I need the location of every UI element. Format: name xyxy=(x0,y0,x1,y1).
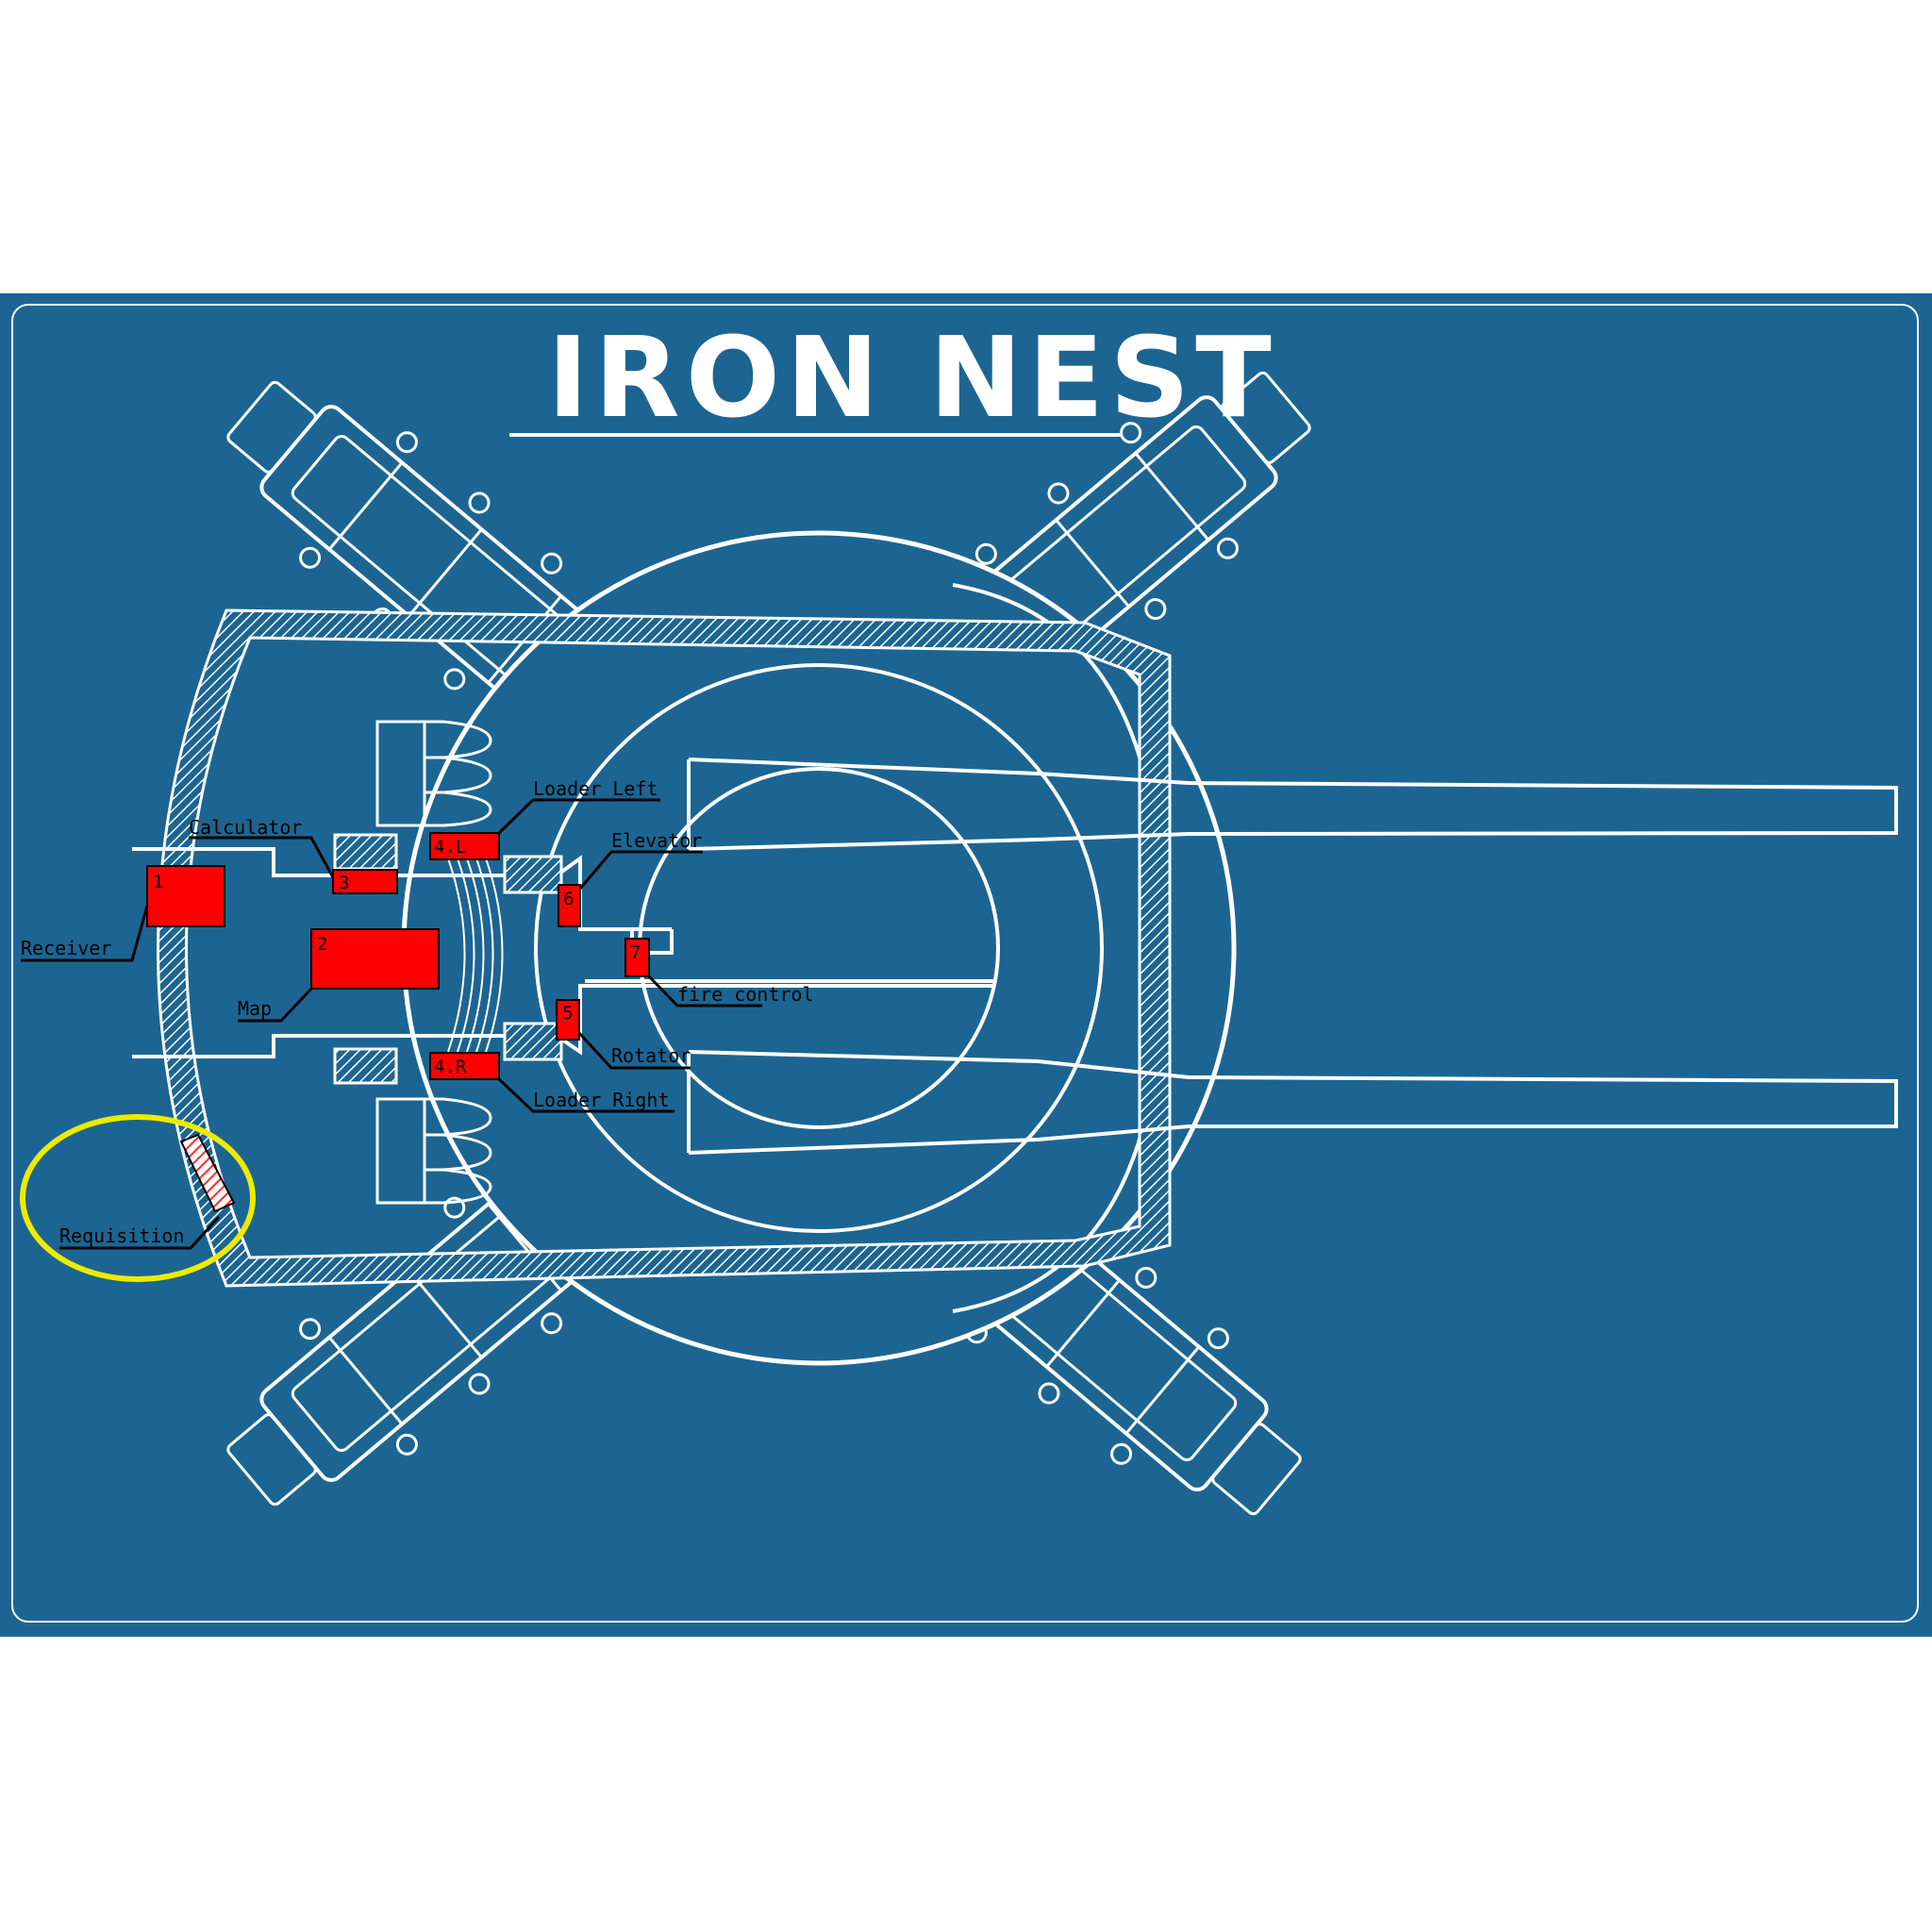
station-elevator[interactable]: 6 Elevator xyxy=(558,829,703,927)
station-rotator-label: Rotator xyxy=(611,1044,691,1067)
lower-loader-hatched-block xyxy=(503,1022,563,1061)
diagram-title: IRON NEST xyxy=(547,312,1277,442)
blueprint-board: IRON NEST xyxy=(0,293,1932,1637)
loading-rails xyxy=(447,858,504,1053)
station-fire-control-label: fire control xyxy=(677,983,814,1006)
station-fire-control-number: 7 xyxy=(630,942,641,963)
inner-turntable-ring xyxy=(534,663,1104,1233)
station-receiver-number: 1 xyxy=(153,872,163,892)
station-fire-control[interactable]: 7 fire control xyxy=(625,938,814,1008)
requisition-highlight-circle xyxy=(20,1114,256,1282)
station-calculator-label: Calculator xyxy=(189,816,302,839)
calculator-hatched-block xyxy=(333,833,398,871)
station-map[interactable]: 2 Map xyxy=(238,928,440,1023)
lower-hatched-block xyxy=(333,1047,398,1085)
station-requisition-label: Requisition xyxy=(59,1224,184,1247)
station-requisition[interactable]: Requisition xyxy=(59,1133,236,1250)
upper-loader-hatched-block xyxy=(503,855,563,894)
station-receiver-label: Receiver xyxy=(21,937,111,959)
station-elevator-label: Elevator xyxy=(611,829,702,852)
station-calculator-number: 3 xyxy=(339,873,349,893)
internal-walls xyxy=(132,847,995,1058)
station-rotator[interactable]: 5 Rotator xyxy=(556,999,691,1070)
station-loader-left[interactable]: 4.L Loader Left xyxy=(429,777,660,860)
station-map-label: Map xyxy=(238,997,272,1020)
ammo-rack-lower xyxy=(375,1097,492,1205)
station-elevator-number: 6 xyxy=(563,889,574,909)
station-loader-right[interactable]: 4.R Loader Right xyxy=(429,1052,675,1113)
turret-diagram: IRON NEST xyxy=(20,312,1898,1555)
blueprint-frame xyxy=(11,304,1919,1623)
ammo-rack-upper xyxy=(375,720,492,827)
station-loader-right-label: Loader Right xyxy=(533,1089,670,1111)
station-loader-right-number: 4.R xyxy=(434,1057,467,1077)
station-rotator-number: 5 xyxy=(562,1003,573,1024)
station-receiver[interactable]: 1 Receiver xyxy=(21,865,225,962)
station-loader-left-number: 4.L xyxy=(434,837,466,858)
gun-barrel-upper xyxy=(687,758,1898,851)
armored-hull xyxy=(157,608,1172,1288)
station-loader-left-label: Loader Left xyxy=(533,777,658,800)
station-map-number: 2 xyxy=(317,934,327,955)
station-calculator[interactable]: 3 Calculator xyxy=(189,816,398,894)
